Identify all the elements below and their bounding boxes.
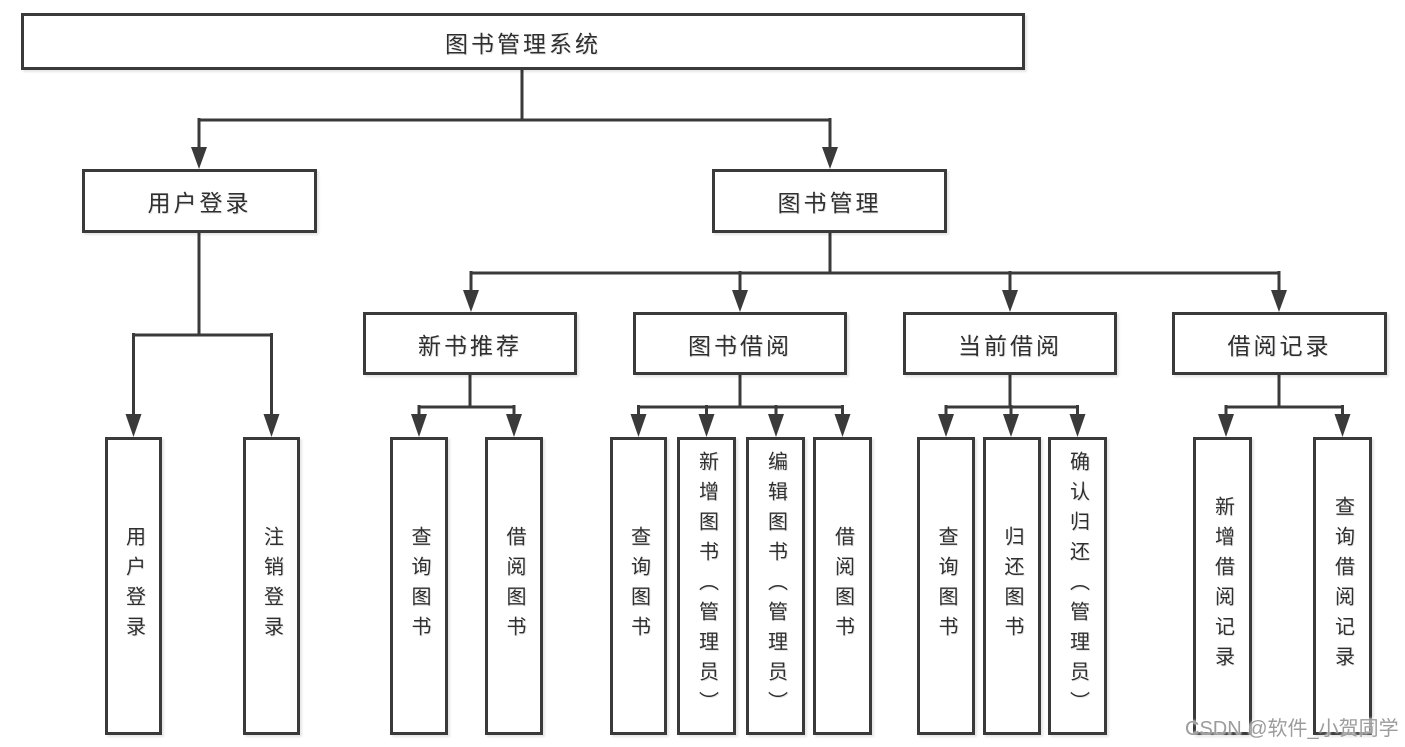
node-root-system: 图书管理系统 [21, 13, 1025, 70]
connector-book-management-to-level3 [463, 233, 1287, 312]
node-label: 查询图书 [408, 526, 430, 646]
node-label: 借阅图书 [831, 526, 854, 646]
node-label: 注销登录 [260, 526, 283, 646]
node-current-borrow: 当前借阅 [903, 312, 1117, 375]
node-book-management: 图书管理 [712, 169, 947, 233]
node-label: 查询图书 [627, 526, 650, 646]
leaf-query-books-borrow: 查询图书 [610, 437, 667, 735]
connector-borrow-records-to-leaves [1218, 375, 1351, 437]
node-new-book-recommend: 新书推荐 [363, 312, 577, 375]
node-label: 新增借阅记录 [1211, 496, 1234, 676]
leaf-add-books-admin: 新增图书（管理员） [677, 437, 736, 735]
leaf-query-books-current: 查询图书 [917, 437, 975, 735]
connector-book-borrow-to-leaves [630, 375, 851, 437]
node-label: 用户登录 [147, 190, 252, 216]
connector-new-book-recommend-to-leaves [411, 375, 522, 437]
connector-current-borrow-to-leaves [938, 375, 1086, 437]
leaf-edit-books-admin: 编辑图书（管理员） [746, 437, 805, 735]
node-user-login: 用户登录 [82, 169, 317, 233]
leaf-logout: 注销登录 [243, 437, 300, 735]
node-label: 归还图书 [1001, 526, 1023, 646]
node-label: 新增图书（管理员） [695, 451, 718, 721]
node-label: 新书推荐 [418, 332, 522, 359]
node-book-borrow: 图书借阅 [633, 312, 847, 375]
node-borrow-records: 借阅记录 [1172, 312, 1387, 375]
node-label: 图书管理 [777, 190, 882, 216]
leaf-return-books: 归还图书 [983, 437, 1041, 735]
node-label: 图书管理系统 [445, 30, 601, 57]
node-label: 确认归还（管理员） [1066, 451, 1089, 721]
node-label: 查询图书 [935, 526, 957, 646]
leaf-confirm-return-admin: 确认归还（管理员） [1048, 437, 1107, 735]
leaf-add-borrow-record: 新增借阅记录 [1193, 437, 1252, 735]
node-label: 借阅图书 [503, 526, 525, 646]
node-label: 当前借阅 [958, 332, 1062, 359]
leaf-borrow-books: 借阅图书 [813, 437, 872, 735]
connector-user-login-to-leaves [125, 233, 280, 437]
node-label: 图书借阅 [688, 332, 792, 359]
leaf-query-books-recommend: 查询图书 [390, 437, 448, 735]
node-label: 用户登录 [122, 526, 145, 646]
leaf-query-borrow-record: 查询借阅记录 [1313, 437, 1372, 735]
node-label: 查询借阅记录 [1331, 496, 1354, 676]
watermark-text: CSDN @软件_小贺同学 [1185, 718, 1399, 740]
leaf-borrow-books-recommend: 借阅图书 [485, 437, 543, 735]
leaf-user-login: 用户登录 [105, 437, 162, 735]
connector-root-to-level2 [191, 70, 838, 169]
node-label: 借阅记录 [1227, 332, 1332, 359]
node-label: 编辑图书（管理员） [764, 451, 787, 721]
